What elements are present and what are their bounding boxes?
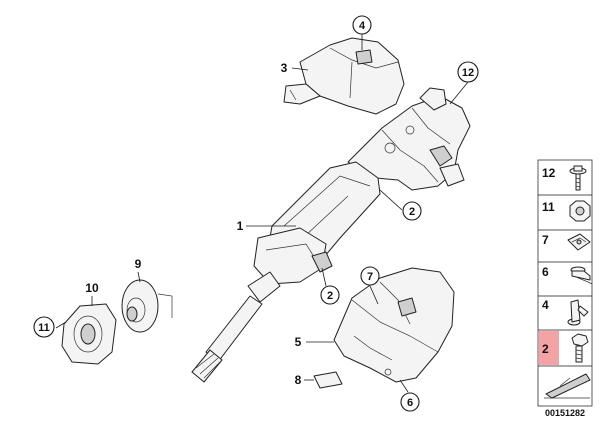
legend-row-6: 6 xyxy=(542,265,593,285)
legend-row-4: 4 xyxy=(542,298,589,326)
hex-bolt-icon xyxy=(571,333,589,363)
legend-label-12: 12 xyxy=(542,166,556,180)
upper-bracket-assembly-part xyxy=(347,87,471,191)
legend-row-7: 7 xyxy=(542,233,591,251)
screw-icon xyxy=(570,266,593,285)
hex-nut-icon xyxy=(569,200,591,222)
legend-label-6: 6 xyxy=(542,265,549,279)
bolt-with-washer-icon xyxy=(569,165,587,191)
legend-row-2: 2 xyxy=(539,331,589,365)
callout-2-upper-label: 2 xyxy=(409,206,415,218)
callout-11-label: 11 xyxy=(38,322,50,334)
legend-label-11: 11 xyxy=(542,200,555,214)
callout-3-label: 3 xyxy=(281,61,288,75)
callout-10: 10 xyxy=(85,281,99,295)
legend-symbol-row xyxy=(544,373,591,399)
catalog-number: 00151282 xyxy=(545,408,585,418)
callout-6: 6 xyxy=(400,392,420,412)
callout-4-label: 4 xyxy=(359,20,366,32)
callout-6-label: 6 xyxy=(407,397,413,409)
callout-9-label: 9 xyxy=(135,257,142,271)
upper-column-cover-part xyxy=(283,37,405,115)
callout-8: 8 xyxy=(295,373,302,387)
legend-label-4: 4 xyxy=(542,298,549,312)
foam-pad-part xyxy=(313,371,343,389)
callout-1-label: 1 xyxy=(237,219,244,233)
legend-row-12: 12 xyxy=(542,165,587,191)
lower-column-cover-part xyxy=(333,267,455,383)
mounting-flange-part xyxy=(61,303,117,365)
callout-2-upper: 2 xyxy=(402,201,422,221)
leader-lines xyxy=(55,34,469,393)
legend-label-2: 2 xyxy=(542,342,549,356)
callout-2-lower: 2 xyxy=(320,285,340,305)
clip-nut-icon xyxy=(567,233,591,251)
callout-1: 1 xyxy=(237,219,244,233)
parts-legend: 12 11 7 6 xyxy=(537,159,593,407)
callout-12-label: 12 xyxy=(462,67,474,79)
grommet-part xyxy=(121,279,173,333)
callout-11: 11 xyxy=(33,316,55,338)
callout-9: 9 xyxy=(135,257,142,271)
legend-row-11: 11 xyxy=(542,200,591,222)
callout-4: 4 xyxy=(352,15,372,35)
steering-column-part xyxy=(191,161,381,383)
plastic-rivet-icon xyxy=(567,299,589,326)
assembly-symbol-icon xyxy=(544,373,591,399)
legend-label-7: 7 xyxy=(542,233,549,247)
callout-12: 12 xyxy=(457,61,479,83)
callout-3: 3 xyxy=(281,61,288,75)
legend-highlight xyxy=(539,331,559,365)
callout-5-label: 5 xyxy=(295,335,302,349)
callout-7: 7 xyxy=(360,266,380,286)
callout-10-label: 10 xyxy=(85,281,99,295)
callout-8-label: 8 xyxy=(295,373,302,387)
callout-7-label: 7 xyxy=(367,271,373,283)
callout-2-lower-label: 2 xyxy=(327,290,333,302)
callout-5: 5 xyxy=(295,335,302,349)
